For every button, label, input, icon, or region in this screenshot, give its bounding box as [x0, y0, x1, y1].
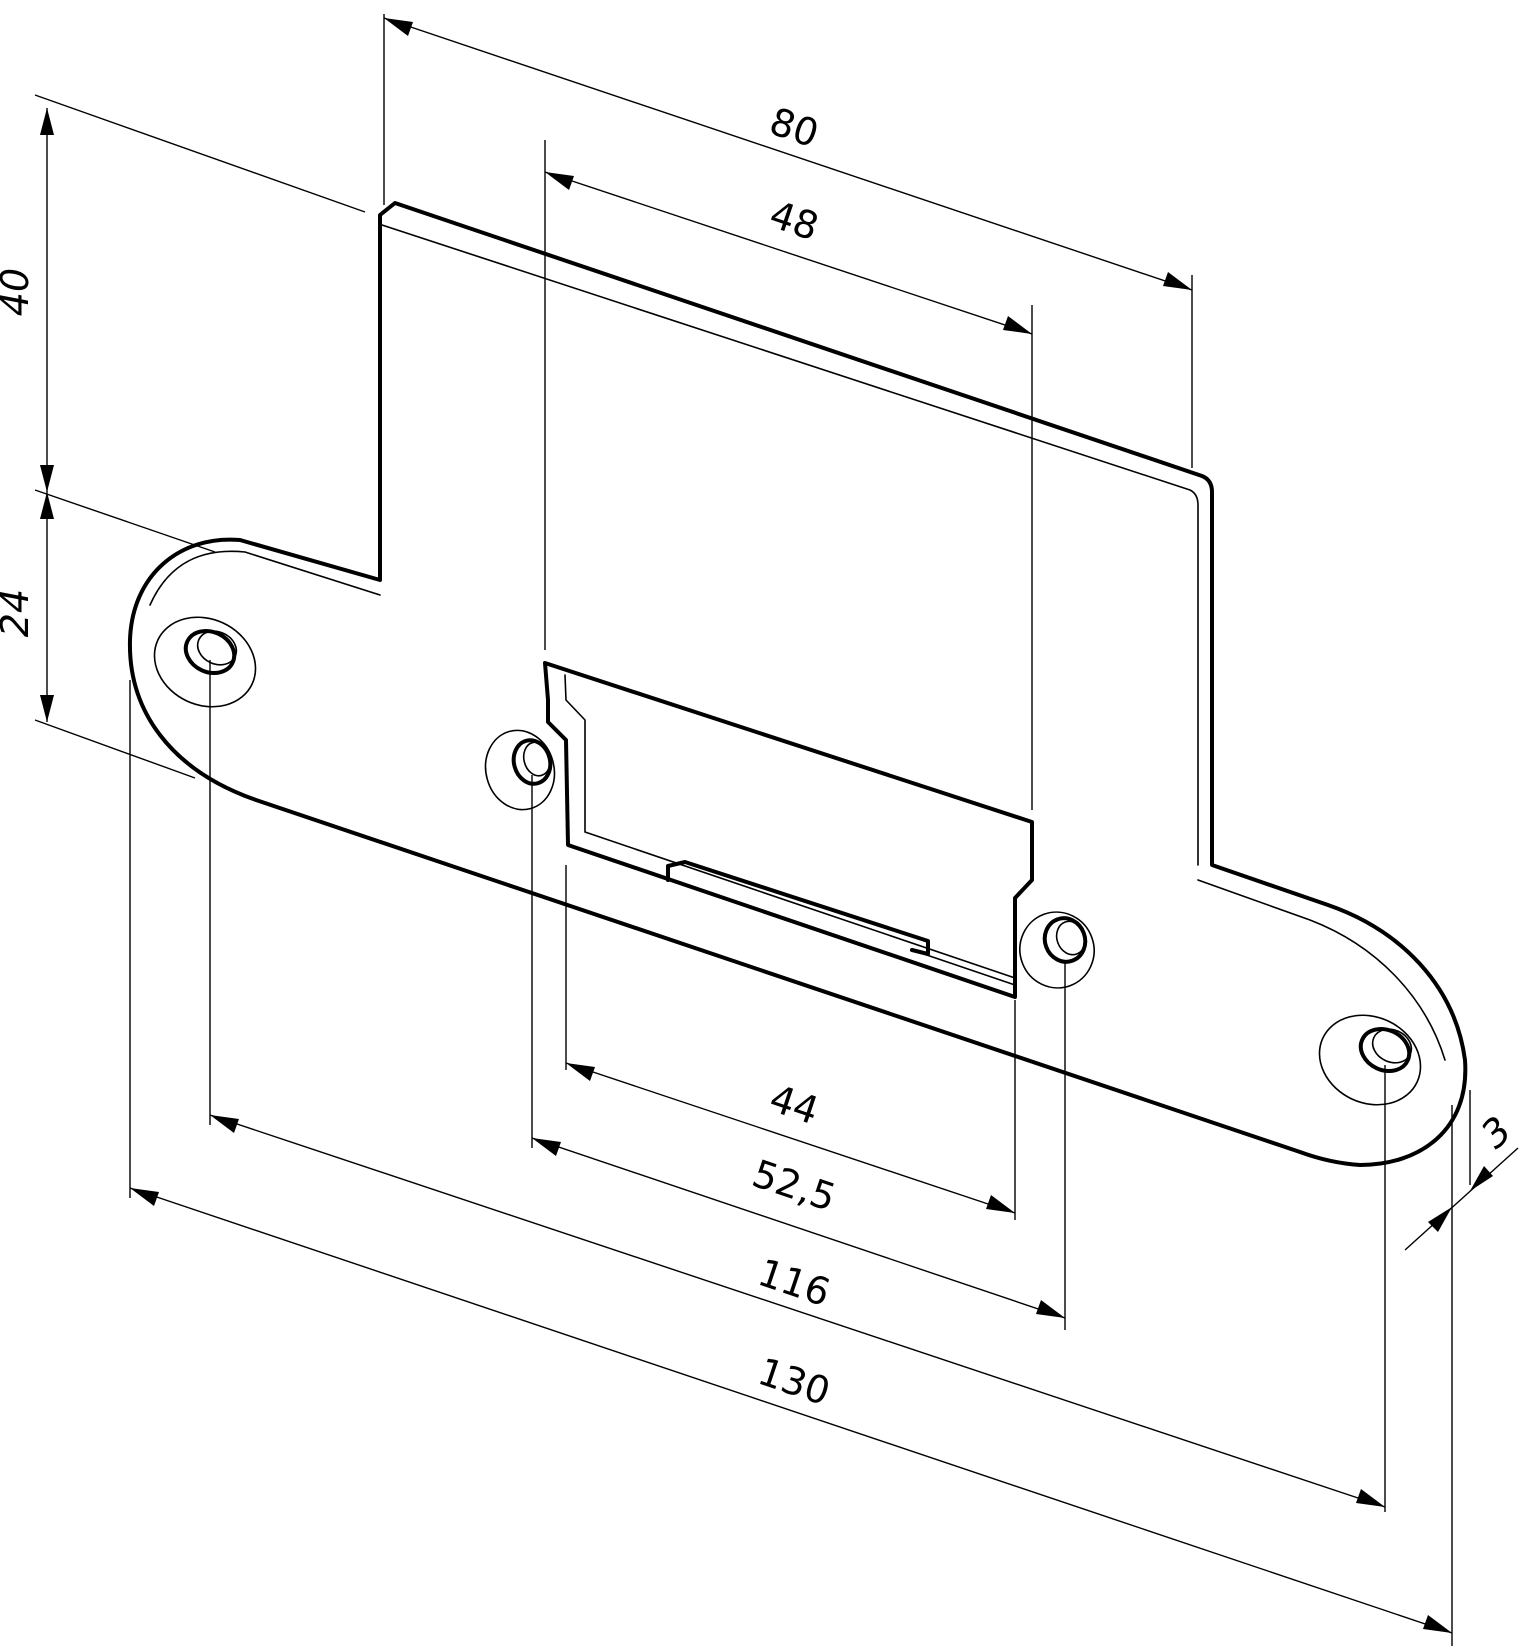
screw-hole-left — [153, 616, 257, 708]
bolt-opening-step — [666, 860, 930, 956]
bolt-opening — [543, 661, 1034, 999]
dimension-80 — [383, 17, 1193, 291]
plate-left-edge — [149, 550, 381, 606]
plate-right-edge — [1197, 879, 1446, 1061]
screw-hole-center-right — [1019, 911, 1095, 989]
strike-plate — [127, 201, 1468, 1167]
bolt-opening-step-line — [567, 844, 1016, 986]
dim-label-40: 40 — [0, 268, 37, 316]
dim-label-24: 24 — [0, 589, 37, 637]
dimension-44 — [565, 1062, 1016, 1214]
extension-lines — [34, 14, 1471, 1646]
screw-hole-center-left — [484, 729, 556, 811]
dim-label-44: 44 — [764, 1076, 824, 1133]
dim-label-48: 48 — [764, 192, 824, 249]
dimension-130 — [129, 1187, 1453, 1634]
plate-top-edge — [381, 224, 1199, 866]
dim-label-3: 3 — [1473, 1108, 1520, 1157]
dim-label-52-5: 52,5 — [747, 1151, 841, 1220]
screw-hole-right — [1318, 1014, 1422, 1106]
dimension-116 — [209, 1114, 1386, 1508]
dimension-3 — [1404, 1147, 1519, 1251]
dim-label-116: 116 — [753, 1250, 836, 1315]
bolt-opening-inner — [564, 674, 1016, 979]
dim-label-130: 130 — [753, 1349, 836, 1414]
dim-label-80: 80 — [764, 99, 824, 156]
dimension-48 — [544, 171, 1033, 335]
dimension-40 — [40, 108, 54, 492]
plate-outline — [127, 201, 1468, 1167]
dimension-52-5 — [531, 1137, 1066, 1319]
dimension-24 — [40, 492, 54, 722]
